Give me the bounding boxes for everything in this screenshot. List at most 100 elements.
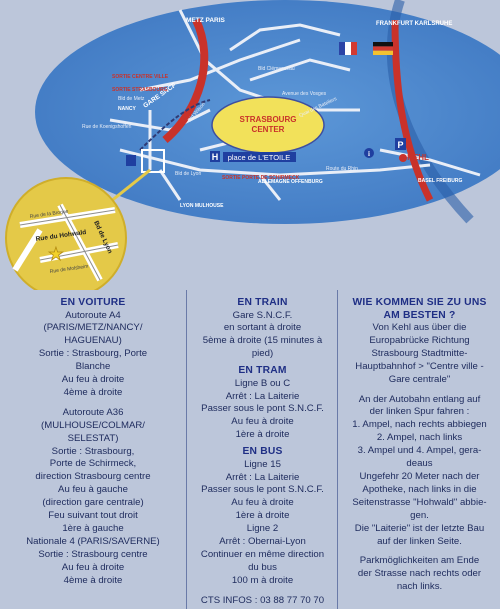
voiture-line: 4ème à droite	[63, 386, 123, 398]
german-line: Von Kehl aus über die	[372, 322, 467, 333]
voiture-line: Porte de Schirmeck,	[49, 458, 137, 470]
inset-label-molsheim: Rue de Molsheim	[49, 264, 88, 275]
map-label-allemagne: ALLEMAGNE OFFENBURG	[258, 179, 323, 185]
tram-line: Arrêt : La Laiterie	[225, 390, 300, 402]
inset-map-circle	[5, 177, 127, 290]
bus-line: 1ère à droite	[235, 510, 290, 522]
voiture-line: Autoroute A36	[62, 406, 124, 418]
place-etoile-label: place de L'ETOILE	[228, 153, 291, 162]
train-line: Gare S.N.C.F.	[232, 309, 293, 321]
column-voiture: EN VOITURE Autoroute A4(PARIS/METZ/NANCY…	[0, 290, 186, 609]
bus-line: du bus	[248, 561, 277, 573]
voiture-line: (MULHOUSE/COLMAR/	[41, 419, 145, 431]
kehl-dot-icon	[399, 154, 407, 162]
voiture-line: (direction gare centrale)	[42, 497, 144, 509]
info-icon	[364, 148, 374, 158]
german-line: Parkmöglichkeiten am Ende	[359, 555, 480, 567]
inset-label-broque: Rue de la Broque	[29, 209, 69, 220]
german-line: auf der linken Seite.	[377, 535, 462, 547]
parking-sign-icon	[395, 138, 406, 150]
motorway-a4	[162, 18, 209, 144]
cts-info: CTS INFOS : 03 88 77 70 70	[200, 594, 325, 606]
voiture-line: Au feu à gauche	[58, 484, 128, 496]
bus-line: 100 m à droite	[231, 574, 294, 586]
german-line: Gare centrale"	[388, 373, 451, 385]
train-line: en sortant à droite	[223, 322, 302, 334]
german-line: Die "Laiterie" ist der letzte Bau	[354, 522, 485, 534]
german-line: Apotheke, nach links in die	[362, 483, 477, 495]
voiture-line: Au feu à droite	[61, 561, 125, 573]
map-label-route-rhin: Route du Rhin	[326, 166, 358, 172]
german-line: der linken Spur fahren :	[369, 406, 470, 418]
voiture-line: Nationale 4 (PARIS/SAVERNE)	[26, 535, 160, 547]
place-etoile-sign	[223, 152, 296, 162]
voiture-line: HAGUENAU)	[64, 335, 122, 347]
german-heading-2: AM BESTEN ?	[383, 309, 456, 321]
voiture-line: Sortie : Strasbourg,	[51, 445, 135, 457]
german-line: Europabrücke Richtung	[369, 334, 470, 346]
train-line: 5ème à droite (15 minutes à	[202, 335, 323, 347]
hotel-sign-icon	[210, 151, 220, 162]
german-line: Strasbourg Stadtmitte-	[371, 347, 468, 359]
column-german: WIE KOMMEN SIE ZU UNS AM BESTEN ? Von Ke…	[337, 290, 500, 609]
german-line: deaus	[406, 458, 433, 470]
tram-line: 1ère à droite	[235, 429, 290, 441]
bus-line: Continuer en même direction	[200, 549, 325, 560]
german-line: nach links.	[396, 581, 443, 593]
map-label-metz-paris: METZ PARIS	[186, 17, 226, 24]
tram-line: Passer sous le pont S.N.C.F.	[201, 403, 324, 415]
bus-line: Au feu à droite	[231, 497, 294, 509]
map-label-sortie-schirmeck: SORTIE PORTE DE SCHIRMECK	[222, 175, 300, 181]
bus-line: Passer sous le pont S.N.C.F.	[201, 484, 324, 496]
voiture-line: (PARIS/METZ/NANCY/	[43, 322, 143, 334]
german-line: Hauptbahnhof > "Centre ville -	[355, 360, 484, 372]
hotel-sign-letter: H	[212, 152, 219, 162]
inset-star-icon: ★	[48, 244, 64, 265]
german-line: der Strasse nach rechts oder	[357, 568, 482, 580]
map-label-bld-clemenceau: Bld Clémenceau	[258, 66, 295, 72]
german-line: Seitenstrasse "Hohwald" abbie-	[352, 496, 487, 508]
german-line: gen.	[410, 509, 429, 521]
map-label-center-1: STRASBOURG	[240, 115, 297, 124]
german-line	[338, 387, 500, 394]
voiture-line: Autoroute A4	[65, 309, 121, 321]
german-line: 1. Ampel, nach rechts abbiegen	[352, 419, 487, 431]
map-label-nancy: NANCY	[118, 106, 136, 112]
bus-line: Ligne 15	[244, 458, 281, 470]
map-label-sortie-strasbourg: SORTIE STRASBOURG	[112, 87, 168, 93]
voiture-line: Blanche	[75, 361, 111, 373]
voiture-line: Au feu à droite	[61, 374, 125, 386]
map-label-center-2: CENTER	[252, 125, 285, 134]
map-label-kehl: KEHL	[407, 153, 429, 162]
german-line: 2. Ampel, nach links	[376, 432, 463, 444]
voiture-line: direction Strasbourg centre	[35, 471, 151, 483]
map-label-vosges: Avenue des Vosges	[282, 91, 327, 97]
bus-line: Arrêt : Obernai-Lyon	[219, 536, 306, 548]
voiture-line: SELESTAT)	[67, 432, 119, 444]
tram-line: Au feu à droite	[231, 416, 294, 428]
voiture-line	[0, 400, 186, 407]
motorway-kehl	[391, 19, 434, 202]
bus-line: Ligne 2	[246, 523, 279, 535]
map-label-lyon-mulhouse: LYON MULHOUSE	[180, 203, 224, 209]
german-flag-icon	[373, 42, 393, 55]
french-flag-icon	[339, 42, 357, 55]
tram-heading: EN TRAM	[238, 365, 287, 377]
voiture-line: Feu suivant tout droit	[48, 510, 138, 522]
voiture-line: Sortie : Strasbourg centre	[38, 548, 148, 560]
column-transport: EN TRAIN Gare S.N.C.F.en sortant à droit…	[186, 290, 338, 609]
german-line: An der Autobahn entlang auf	[358, 393, 481, 405]
zoom-marker	[141, 149, 165, 173]
bus-heading: EN BUS	[242, 446, 283, 458]
voiture-line: Sortie : Strasbourg, Porte	[38, 348, 148, 360]
map-label-frankfurt: FRANKFURT KARLSRUHE	[376, 21, 452, 27]
map-label-bld-metz: Bld de Metz	[118, 96, 145, 102]
train-line: pied)	[251, 348, 274, 360]
parking-letter: P	[397, 140, 403, 150]
voiture-line: 1ère à gauche	[62, 523, 124, 534]
german-line: Ungefehr 20 Meter nach der	[359, 470, 480, 482]
